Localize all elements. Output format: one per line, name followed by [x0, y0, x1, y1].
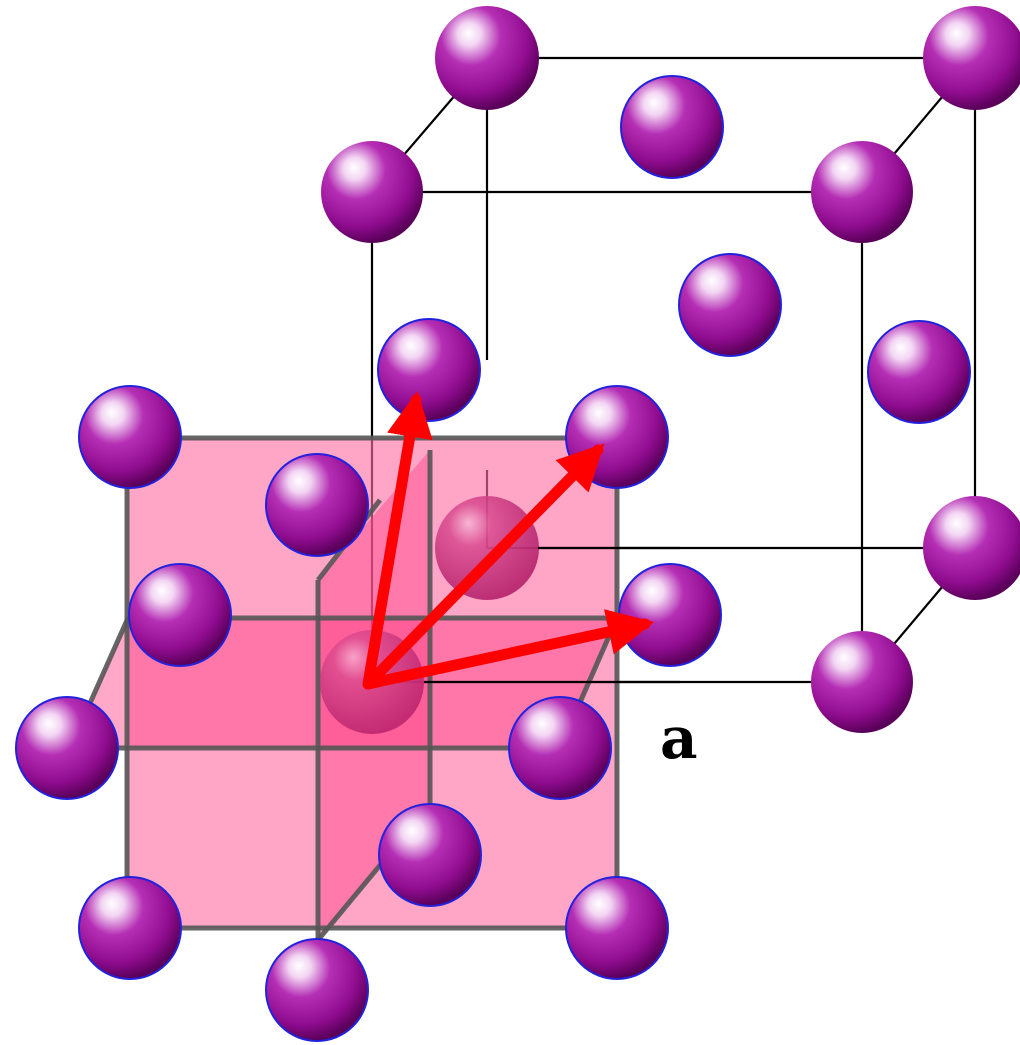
atom-sphere: [435, 6, 539, 110]
vector-arrow: [362, 443, 605, 690]
atom-sphere: [678, 253, 782, 357]
atom-sphere: [620, 75, 724, 179]
atom-sphere: [128, 563, 232, 667]
atom-sphere: [508, 696, 612, 800]
atom-sphere: [565, 876, 669, 980]
atom-sphere: [923, 6, 1020, 110]
block-atoms: [15, 318, 722, 1042]
atom-sphere: [15, 696, 119, 800]
atom-sphere: [78, 876, 182, 980]
atom-sphere: [811, 141, 913, 243]
atom-sphere: [923, 496, 1020, 600]
atom-sphere: [811, 631, 913, 733]
lattice-constant-label: a: [660, 704, 698, 772]
atom-sphere: [618, 563, 722, 667]
atom-sphere: [265, 938, 369, 1042]
vector-arrow: [362, 609, 655, 690]
atom-sphere: [265, 453, 369, 557]
wireframe-atoms: [321, 6, 1020, 733]
translucent-block: [67, 435, 680, 942]
atom-sphere: [378, 803, 482, 907]
atom-sphere: [867, 320, 971, 424]
primitive-vectors: [362, 390, 655, 690]
vector-arrow: [362, 390, 433, 690]
atom-sphere: [78, 385, 182, 489]
atom-sphere-translucent: [435, 496, 539, 600]
atom-sphere: [377, 318, 481, 422]
atom-sphere: [321, 141, 423, 243]
